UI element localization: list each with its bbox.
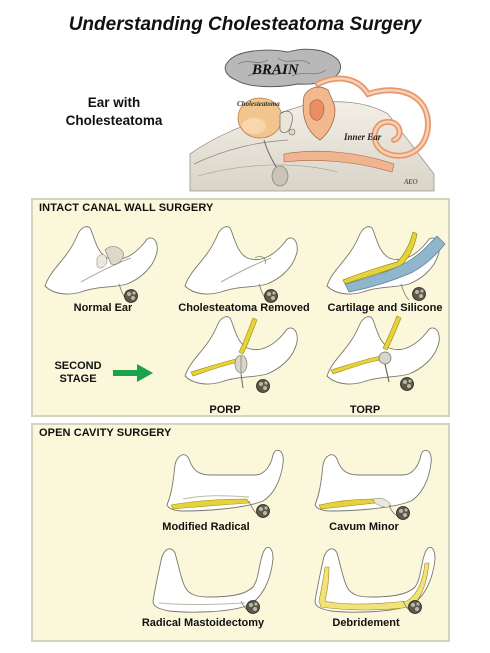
page-title: Understanding Cholesteatoma Surgery [68, 14, 422, 35]
caption-cartilage-silicone: Cartilage and Silicone [327, 302, 443, 314]
torp-diagram [326, 315, 440, 391]
intact-canal-wall-panel: INTACT CANAL WALL SURGERY Normal Ear Cho… [31, 198, 450, 417]
brain-label: BRAIN [251, 62, 300, 78]
inner-ear-label: Inner Ear [343, 132, 382, 142]
debridement-diagram [314, 546, 436, 614]
caption-debridement: Debridement [332, 617, 400, 629]
caption-porp: PORP [209, 404, 241, 416]
ear-anatomy-illustration: BRAIN Cholesteatoma Inner Ear AEO [189, 48, 435, 192]
second-stage-arrow [113, 364, 153, 382]
artist-signature: AEO [403, 178, 418, 186]
modified-radical-diagram [166, 449, 284, 518]
normal-ear-diagram [44, 226, 158, 303]
caption-modified-radical: Modified Radical [162, 521, 250, 533]
open-panel-title: OPEN CAVITY SURGERY [39, 427, 172, 439]
caption-torp: TORP [349, 404, 381, 416]
radical-mastoidectomy-diagram [152, 546, 274, 614]
porp-diagram [184, 316, 298, 393]
cholesteatoma-removed-diagram [184, 226, 298, 303]
cartilage-silicone-diagram [326, 226, 446, 301]
caption-cholesteatoma-removed: Cholesteatoma Removed [178, 302, 310, 314]
open-cavity-panel: OPEN CAVITY SURGERY Modified Radical Cav… [31, 423, 450, 642]
caption-radical-mastoidectomy: Radical Mastoidectomy [141, 617, 265, 629]
cholesteatoma-label: Cholesteatoma [237, 100, 280, 108]
cavum-minor-diagram [314, 449, 432, 520]
intact-panel-title: INTACT CANAL WALL SURGERY [39, 202, 214, 214]
caption-normal-ear: Normal Ear [73, 302, 133, 314]
caption-cavum-minor: Cavum Minor [329, 521, 399, 533]
